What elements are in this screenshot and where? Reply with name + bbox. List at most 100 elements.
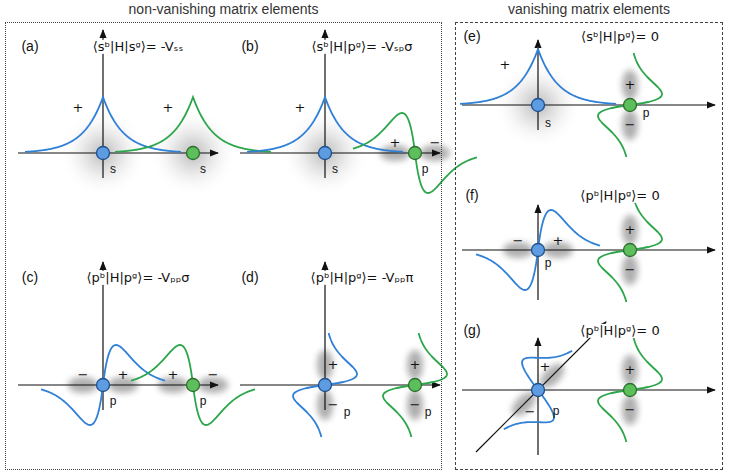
orbital-label: p xyxy=(425,406,432,419)
region-heading: vanishing matrix elements xyxy=(456,1,722,17)
atom-dot xyxy=(319,147,332,160)
sign-label: + xyxy=(410,358,421,372)
s-wavefunction xyxy=(247,97,403,152)
region-frame: non-vanishing matrix elements xyxy=(5,22,442,470)
p-wavefunction xyxy=(293,333,357,437)
panel-letter: (d) xyxy=(241,270,258,285)
orbital-label: p xyxy=(344,406,351,419)
sign-label: − xyxy=(625,263,636,277)
panel-letter: (e) xyxy=(463,29,480,44)
orbital-label: p xyxy=(110,395,117,408)
sign-label: − xyxy=(208,368,219,382)
sign-label: + xyxy=(73,101,84,115)
panel-letter: (g) xyxy=(463,323,480,338)
p-lobe xyxy=(622,255,638,285)
sign-label: + xyxy=(540,360,551,374)
atom-dot xyxy=(97,147,110,160)
atom-dot xyxy=(624,384,637,397)
p-wavefunction xyxy=(598,53,662,157)
p-wavefunction xyxy=(383,333,447,437)
p-wavefunction xyxy=(476,210,600,290)
p-lobe xyxy=(622,355,638,385)
matrix-element: ⟨sᵇ|H|pᵍ⟩= -Vₛₚσ xyxy=(309,40,414,54)
panel-letter: (c) xyxy=(22,270,38,285)
sign-label: − xyxy=(410,398,421,412)
p-wavefunction xyxy=(131,345,255,425)
sign-label: − xyxy=(625,403,636,417)
atom-dot xyxy=(532,244,545,257)
axes xyxy=(18,30,715,455)
p-lobe xyxy=(622,70,638,100)
s-wavefunction xyxy=(115,97,271,152)
panel-letter: (f) xyxy=(465,188,478,203)
sign-label: − xyxy=(513,234,524,248)
p-lobe xyxy=(407,350,423,380)
p-wavefunction xyxy=(353,113,477,193)
p-wavefunction xyxy=(598,338,662,442)
p-wavefunction xyxy=(504,351,572,430)
matrix-element: ⟨pᵇ|H|pᵍ⟩= 0 xyxy=(578,189,661,203)
atom-sites xyxy=(97,99,637,397)
atom-dot xyxy=(319,379,332,392)
matrix-element: ⟨sᵇ|H|pᵍ⟩= 0 xyxy=(579,30,661,44)
sign-label: + xyxy=(390,136,401,150)
atom-dot xyxy=(624,244,637,257)
matrix-element: ⟨pᵇ|H|pᵍ⟩= -Vₚₚπ xyxy=(309,271,416,285)
orbital-label: s xyxy=(545,117,551,130)
p-wavefunction xyxy=(41,345,165,425)
atom-dot xyxy=(409,379,422,392)
sign-label: + xyxy=(500,58,511,72)
atom-dot xyxy=(187,379,200,392)
sign-label: + xyxy=(328,358,339,372)
atom-dot xyxy=(532,99,545,112)
atom-dot xyxy=(187,147,200,160)
sign-label: − xyxy=(525,405,536,419)
orbital-label: p xyxy=(545,257,552,270)
sign-label: − xyxy=(78,368,89,382)
sign-label: + xyxy=(163,101,174,115)
atom-dot xyxy=(409,147,422,160)
region-heading: non-vanishing matrix elements xyxy=(6,1,441,17)
sign-label: + xyxy=(625,223,636,237)
sign-label: + xyxy=(168,368,179,382)
orbital-clouds xyxy=(59,61,638,425)
panel-letter: (b) xyxy=(241,39,258,54)
p-lobe xyxy=(622,215,638,245)
matrix-element: ⟨pᵇ|H|pᵍ⟩= 0 xyxy=(578,324,661,338)
orbital-label: p xyxy=(643,107,650,120)
sign-label: + xyxy=(553,234,564,248)
sign-label: + xyxy=(625,363,636,377)
orbital-label: p xyxy=(553,405,560,418)
sign-label: + xyxy=(625,78,636,92)
p-lobe xyxy=(407,390,423,420)
atom-dot xyxy=(97,379,110,392)
p-lobe xyxy=(622,395,638,425)
panel-letter: (a) xyxy=(21,39,38,54)
wavefunctions xyxy=(25,49,662,442)
orbital-label: s xyxy=(110,163,116,176)
sign-label: + xyxy=(295,101,306,115)
orbital-label: s xyxy=(332,163,338,176)
sign-label: + xyxy=(118,368,129,382)
p-lobe xyxy=(622,110,638,140)
sign-label: − xyxy=(430,136,441,150)
axis-arrow xyxy=(462,104,715,105)
orbital-label: p xyxy=(200,395,207,408)
region-frame: vanishing matrix elements xyxy=(455,22,723,470)
matrix-element: ⟨sᵇ|H|sᵍ⟩= -Vₛₛ xyxy=(91,40,186,54)
atom-dot xyxy=(532,384,545,397)
matrix-element: ⟨pᵇ|H|pᵍ⟩= -Vₚₚσ xyxy=(84,271,191,285)
orbital-label: p xyxy=(422,163,429,176)
axis-arrow xyxy=(462,389,715,390)
p-wavefunction xyxy=(598,198,662,302)
s-wavefunction xyxy=(460,49,616,104)
axis-arrow xyxy=(476,322,606,452)
atom-dot xyxy=(624,99,637,112)
axis-arrow xyxy=(537,40,538,130)
orbital-label: s xyxy=(200,163,206,176)
sign-label: − xyxy=(625,118,636,132)
sign-label: − xyxy=(328,398,339,412)
axis-arrow xyxy=(462,249,715,250)
